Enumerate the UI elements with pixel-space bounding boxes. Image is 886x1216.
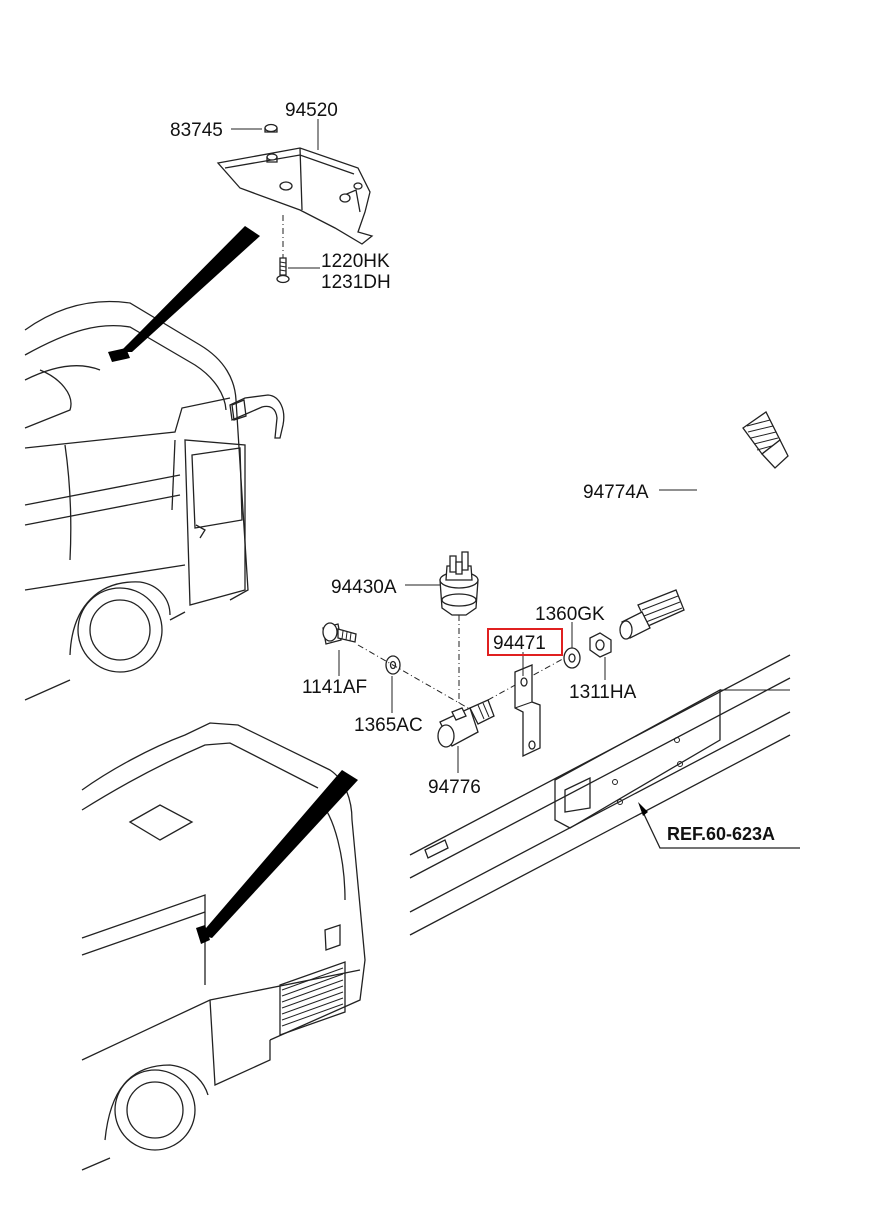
part-1311HA-nut (589, 632, 612, 658)
highlight-box-94471 (487, 628, 563, 656)
part-94471-bracket (514, 664, 541, 758)
part-1365AC-washer (385, 655, 401, 675)
label-94520: 94520 (285, 100, 338, 121)
label-1231DH: 1231DH (321, 272, 391, 293)
label-94774A: 94774A (583, 482, 649, 503)
assembly-line-bolt (357, 644, 476, 713)
part-94430A-sender (439, 551, 479, 705)
label-94471: 94471 (493, 633, 546, 654)
label-1311HA: 1311HA (569, 682, 637, 703)
label-94776: 94776 (428, 777, 481, 798)
label-83745: 83745 (170, 120, 223, 141)
label-1360GK: 1360GK (535, 604, 605, 625)
part-94774A-hose (619, 402, 789, 640)
part-83745-clip (264, 123, 278, 133)
part-94776-adapter (437, 699, 495, 748)
part-1141AF-bolt (322, 622, 357, 645)
part-94520-panel (216, 147, 374, 245)
frame-rail (409, 654, 791, 936)
assembly-line-nut (487, 654, 571, 701)
part-1220HK-screw (276, 215, 290, 284)
label-1365AC: 1365AC (354, 715, 423, 736)
leader-lines (231, 119, 800, 849)
bus-bottom-illustration (81, 722, 366, 1171)
label-94430A: 94430A (331, 577, 397, 598)
label-1141AF: 1141AF (302, 677, 367, 698)
bus-top-illustration (24, 226, 285, 701)
label-ref-60-623A: REF.60-623A (667, 824, 775, 844)
part-1360GK-washer (563, 647, 581, 669)
label-1220HK: 1220HK (321, 251, 390, 272)
